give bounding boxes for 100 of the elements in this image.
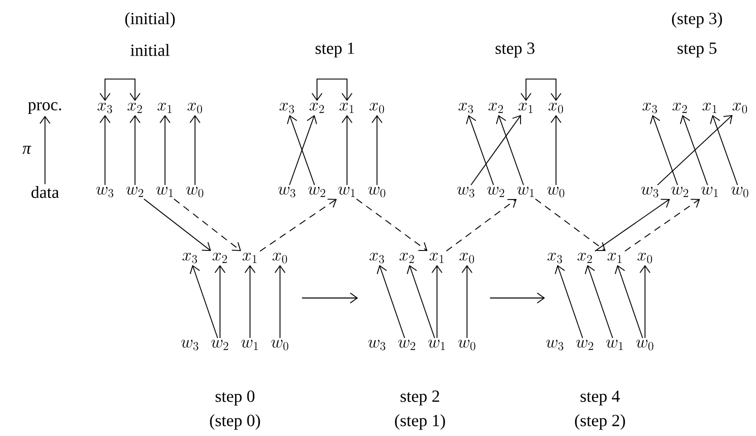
variable-label: $x_2$ [672, 102, 687, 113]
row-label: data [31, 186, 59, 198]
arrow [594, 198, 670, 252]
variable-label: $x_3$ [280, 102, 294, 114]
variable-label: $x_1$ [430, 252, 444, 263]
variable-label: $w_0$ [458, 340, 476, 350]
variable-label: $w_3$ [96, 186, 114, 198]
variable-label: $x_3$ [458, 102, 473, 114]
variable-label: $x_2$ [488, 102, 503, 113]
arrow [356, 198, 428, 252]
arrow [657, 114, 733, 186]
step-caption: initial [130, 44, 170, 56]
variable-label: $w_0$ [186, 186, 204, 198]
variable-label: $x_0$ [272, 252, 287, 264]
step-caption: step 4 [580, 390, 620, 406]
arrow [462, 264, 472, 338]
arrow [144, 198, 212, 252]
variable-label: $w_0$ [547, 186, 564, 198]
arrow [376, 264, 406, 338]
step-caption: (initial) [125, 12, 175, 28]
arrow [312, 78, 352, 102]
arrow [650, 114, 678, 186]
step-caption: step 3 [496, 42, 534, 58]
arrow [260, 198, 337, 252]
variable-label: $x_1$ [608, 252, 622, 263]
variable-label: $x_3$ [370, 252, 384, 264]
arrow [406, 264, 436, 338]
variable-label: $w_1$ [606, 340, 623, 350]
row-label: proc. [28, 102, 62, 114]
variable-label: $x_3$ [182, 252, 197, 264]
arrow [614, 264, 644, 338]
arrow [550, 114, 562, 186]
step-caption: step 5 [678, 42, 716, 58]
variable-label: $w_1$ [156, 186, 173, 197]
variable-label: $x_1$ [702, 102, 717, 113]
variable-label: $w_3$ [368, 340, 386, 350]
arrow [274, 264, 286, 338]
arrow [100, 78, 140, 102]
variable-label: $w_2$ [211, 340, 228, 350]
edge-label: π [22, 146, 32, 154]
arrow [190, 264, 218, 338]
variable-label: $w_0$ [731, 186, 748, 198]
variable-label: $x_2$ [400, 252, 414, 263]
arrow [342, 114, 352, 186]
variable-label: $x_0$ [370, 102, 384, 114]
variable-label: $w_3$ [181, 340, 198, 350]
variable-label: $x_2$ [128, 102, 142, 113]
variable-label: $x_0$ [732, 102, 747, 114]
variable-label: $w_1$ [517, 186, 534, 197]
variable-label: $x_1$ [518, 102, 533, 113]
variable-label: $x_0$ [188, 102, 202, 114]
variable-label: $w_1$ [701, 186, 718, 197]
variable-label: $w_1$ [428, 340, 445, 350]
variable-label: $w_2$ [308, 186, 326, 197]
arrow [446, 198, 517, 252]
arrow [40, 116, 50, 185]
variable-label: $x_2$ [578, 252, 592, 263]
arrow [680, 114, 708, 186]
variable-label: $w_0$ [636, 340, 654, 350]
arrow [466, 114, 494, 186]
step-caption: (step 3) [672, 12, 722, 28]
arrow [640, 264, 650, 338]
variable-label: $w_3$ [641, 186, 658, 198]
variable-label: $w_0$ [368, 186, 386, 198]
step-caption: step 2 [400, 390, 440, 406]
arrow [130, 114, 140, 186]
arrow [244, 264, 256, 338]
arrow [432, 264, 442, 338]
arrow [470, 114, 522, 186]
arrow [174, 198, 242, 252]
variable-label: $x_0$ [460, 252, 474, 264]
step-caption: (step 0) [210, 414, 260, 430]
arrow [710, 114, 738, 186]
variable-label: $w_2$ [126, 186, 144, 197]
variable-label: $w_2$ [398, 340, 416, 350]
variable-label: $w_2$ [671, 186, 688, 197]
variable-label: $x_0$ [638, 252, 652, 264]
step-caption: (step 1) [395, 414, 445, 430]
arrow [520, 78, 562, 102]
arrow [496, 114, 524, 186]
arrow [534, 198, 606, 252]
variable-label: $x_3$ [548, 252, 562, 264]
step-caption: step 1 [316, 42, 354, 58]
variable-label: $x_2$ [212, 252, 227, 263]
variable-label: $w_1$ [241, 340, 258, 350]
variable-label: $w_3$ [278, 186, 296, 198]
variable-label: $x_1$ [242, 252, 257, 263]
variable-label: $w_2$ [576, 340, 594, 350]
variable-label: $x_0$ [548, 102, 563, 114]
arrow [160, 114, 170, 186]
variable-label: $w_3$ [546, 340, 564, 350]
arrow [100, 114, 110, 186]
variable-label: $w_2$ [487, 186, 504, 197]
arrow [214, 264, 226, 338]
arrow [554, 264, 584, 338]
variable-label: $x_1$ [158, 102, 172, 113]
variable-label: $w_3$ [457, 186, 474, 198]
variable-label: $x_1$ [340, 102, 354, 113]
variable-label: $w_1$ [338, 186, 355, 197]
arrow [190, 114, 200, 186]
